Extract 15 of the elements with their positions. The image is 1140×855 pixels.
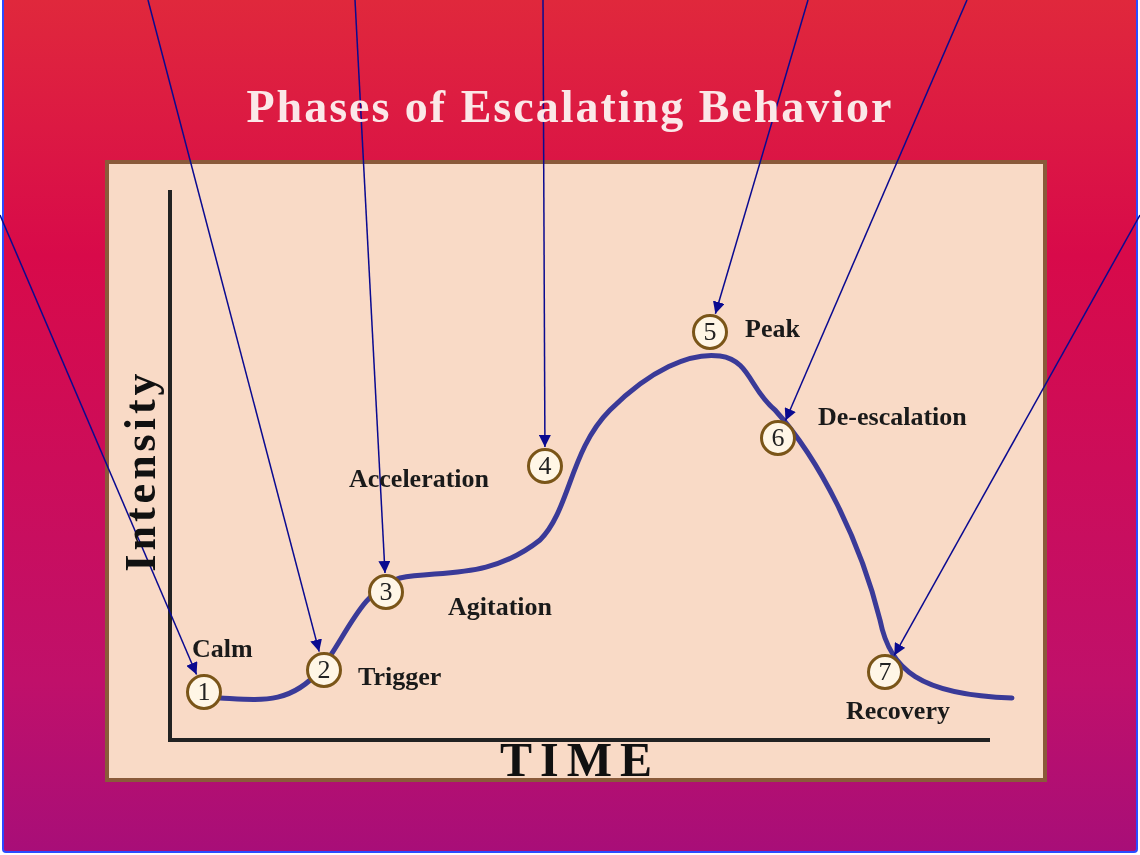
axis-title: TIME [499, 732, 661, 787]
arrow [354, 0, 391, 574]
arrow [0, 214, 198, 676]
phase-label: Trigger [358, 662, 442, 692]
phase-label: Agitation [448, 592, 552, 622]
axis-title: Intensity [114, 368, 166, 574]
phase-label: Peak [745, 314, 800, 344]
arrow [713, 0, 809, 315]
arrow [538, 0, 551, 448]
phase-label: Recovery [846, 696, 950, 726]
phase-label: De-escalation [818, 402, 967, 432]
arrow [893, 214, 1140, 657]
arrow [784, 0, 968, 422]
arrow [147, 0, 322, 653]
phase-label: Calm [192, 634, 253, 664]
